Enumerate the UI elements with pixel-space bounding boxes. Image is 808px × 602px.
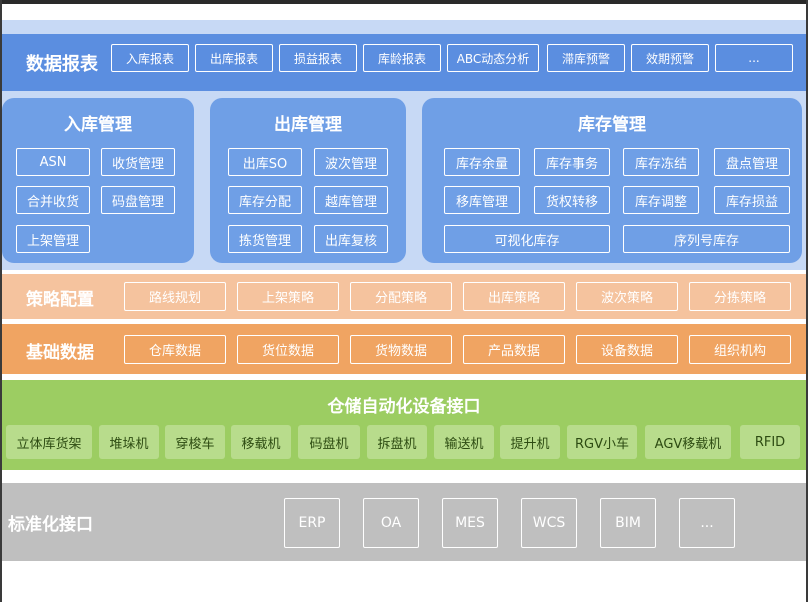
inventory-item-stocktaking[interactable]: 盘点管理 bbox=[714, 148, 790, 176]
report-item-more[interactable]: ... bbox=[715, 44, 793, 72]
outbound-panel: 出库管理 出库SO 波次管理 库存分配 越库管理 拣货管理 出库复核 bbox=[210, 98, 406, 263]
strategy-item-outbound[interactable]: 出库策略 bbox=[463, 282, 565, 311]
inventory-panel: 库存管理 库存余量 库存事务 库存冻结 盘点管理 移库管理 货权转移 库存调整 … bbox=[422, 98, 802, 263]
inventory-item-transactions[interactable]: 库存事务 bbox=[534, 148, 610, 176]
inventory-item-relocation[interactable]: 移库管理 bbox=[444, 186, 520, 214]
standard-item-wcs[interactable]: WCS bbox=[521, 498, 577, 548]
strategy-item-route[interactable]: 路线规划 bbox=[124, 282, 226, 311]
strategy-item-wave[interactable]: 波次策略 bbox=[576, 282, 678, 311]
standard-item-oa[interactable]: OA bbox=[363, 498, 419, 548]
inbound-item-putaway[interactable]: 上架管理 bbox=[16, 225, 90, 253]
base-item-warehouse[interactable]: 仓库数据 bbox=[124, 335, 226, 364]
reports-band: 数据报表 入库报表 出库报表 损益报表 库龄报表 ABC动态分析 滞库预警 效期… bbox=[2, 34, 806, 91]
standard-item-more[interactable]: ... bbox=[679, 498, 735, 548]
inventory-item-serial-inventory[interactable]: 序列号库存 bbox=[623, 225, 790, 253]
outbound-item-picking[interactable]: 拣货管理 bbox=[228, 225, 302, 253]
outbound-item-review[interactable]: 出库复核 bbox=[314, 225, 388, 253]
base-item-organization[interactable]: 组织机构 bbox=[689, 335, 791, 364]
report-item-expiry-alert[interactable]: 效期预警 bbox=[631, 44, 709, 72]
inventory-item-freeze[interactable]: 库存冻结 bbox=[623, 148, 699, 176]
standard-interface-title: 标准化接口 bbox=[8, 515, 93, 535]
inbound-item-palletizing[interactable]: 码盘管理 bbox=[101, 186, 175, 214]
inventory-item-visual-inventory[interactable]: 可视化库存 bbox=[444, 225, 610, 253]
outbound-item-crossdock[interactable]: 越库管理 bbox=[314, 186, 388, 214]
base-data-band: 基础数据 仓库数据 货位数据 货物数据 产品数据 设备数据 组织机构 bbox=[2, 324, 806, 374]
standard-item-bim[interactable]: BIM bbox=[600, 498, 656, 548]
automation-item-rfid[interactable]: RFID bbox=[740, 425, 800, 459]
strategy-item-putaway[interactable]: 上架策略 bbox=[237, 282, 339, 311]
standard-interface-band: 标准化接口 ERP OA MES WCS BIM ... bbox=[2, 483, 806, 561]
automation-item-depalletizer[interactable]: 拆盘机 bbox=[367, 425, 427, 459]
base-item-goods[interactable]: 货物数据 bbox=[350, 335, 452, 364]
inbound-item-merge-receiving[interactable]: 合并收货 bbox=[16, 186, 90, 214]
strategy-item-allocation[interactable]: 分配策略 bbox=[350, 282, 452, 311]
automation-item-shuttle[interactable]: 穿梭车 bbox=[165, 425, 225, 459]
strategy-band: 策略配置 路线规划 上架策略 分配策略 出库策略 波次策略 分拣策略 bbox=[2, 274, 806, 319]
report-item-inbound[interactable]: 入库报表 bbox=[111, 44, 189, 72]
automation-item-asrs-rack[interactable]: 立体库货架 bbox=[6, 425, 92, 459]
automation-item-rgv[interactable]: RGV小车 bbox=[567, 425, 637, 459]
inventory-item-profit-loss[interactable]: 库存损益 bbox=[714, 186, 790, 214]
reports-title: 数据报表 bbox=[26, 54, 98, 75]
automation-item-agv[interactable]: AGV移载机 bbox=[645, 425, 731, 459]
inventory-item-ownership-transfer[interactable]: 货权转移 bbox=[534, 186, 610, 214]
standard-item-mes[interactable]: MES bbox=[442, 498, 498, 548]
base-item-location[interactable]: 货位数据 bbox=[237, 335, 339, 364]
base-data-title: 基础数据 bbox=[26, 343, 94, 363]
inbound-title: 入库管理 bbox=[64, 115, 132, 135]
report-item-stock-age[interactable]: 库龄报表 bbox=[363, 44, 441, 72]
inventory-item-balance[interactable]: 库存余量 bbox=[444, 148, 520, 176]
inventory-item-adjustment[interactable]: 库存调整 bbox=[623, 186, 699, 214]
automation-item-transfer[interactable]: 移载机 bbox=[231, 425, 291, 459]
inbound-item-receiving[interactable]: 收货管理 bbox=[101, 148, 175, 176]
inbound-item-asn[interactable]: ASN bbox=[16, 148, 90, 176]
base-item-equipment[interactable]: 设备数据 bbox=[576, 335, 678, 364]
standard-item-erp[interactable]: ERP bbox=[284, 498, 340, 548]
strategy-item-sorting[interactable]: 分拣策略 bbox=[689, 282, 791, 311]
inventory-title: 库存管理 bbox=[578, 115, 646, 135]
base-item-product[interactable]: 产品数据 bbox=[463, 335, 565, 364]
automation-band: 仓储自动化设备接口 立体库货架 堆垛机 穿梭车 移载机 码盘机 拆盘机 输送机 … bbox=[2, 380, 806, 470]
automation-item-palletizer[interactable]: 码盘机 bbox=[298, 425, 360, 459]
top-border bbox=[2, 0, 806, 4]
report-item-outbound[interactable]: 出库报表 bbox=[195, 44, 273, 72]
report-item-slow-stock-alert[interactable]: 滞库预警 bbox=[547, 44, 625, 72]
inbound-panel: 入库管理 ASN 收货管理 合并收货 码盘管理 上架管理 bbox=[2, 98, 194, 263]
strategy-title: 策略配置 bbox=[26, 290, 94, 310]
outbound-item-wave[interactable]: 波次管理 bbox=[314, 148, 388, 176]
outbound-item-so[interactable]: 出库SO bbox=[228, 148, 302, 176]
outbound-item-allocation[interactable]: 库存分配 bbox=[228, 186, 302, 214]
automation-item-lift[interactable]: 提升机 bbox=[500, 425, 560, 459]
automation-title: 仓储自动化设备接口 bbox=[327, 397, 481, 417]
report-item-abc-analysis[interactable]: ABC动态分析 bbox=[447, 44, 539, 72]
outbound-title: 出库管理 bbox=[274, 115, 342, 135]
automation-item-stacker[interactable]: 堆垛机 bbox=[99, 425, 159, 459]
report-item-profit-loss[interactable]: 损益报表 bbox=[279, 44, 357, 72]
automation-item-conveyor[interactable]: 输送机 bbox=[434, 425, 494, 459]
